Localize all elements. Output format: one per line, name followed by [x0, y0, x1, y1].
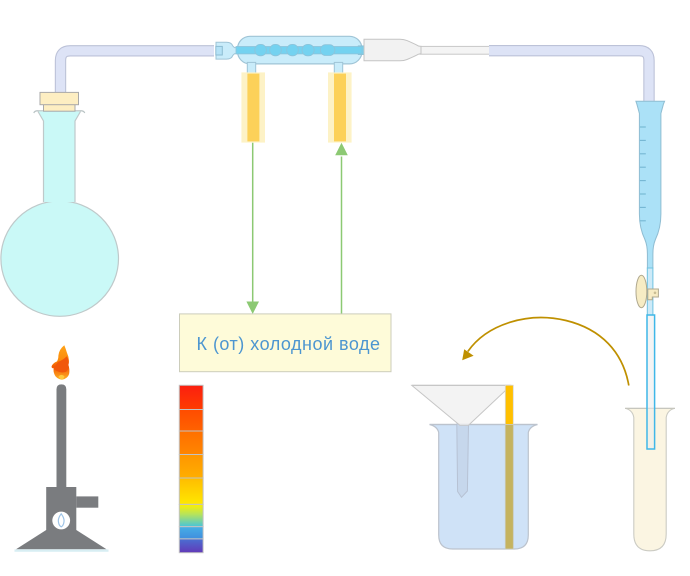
svg-text:К (от) холодной воде: К (от) холодной воде — [196, 334, 380, 354]
